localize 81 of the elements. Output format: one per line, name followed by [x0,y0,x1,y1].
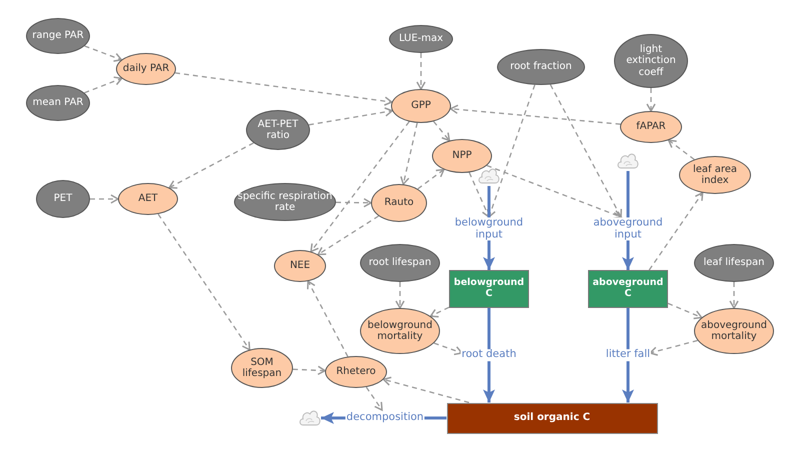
parameter-ellipse [26,85,90,121]
variable-ellipse [116,53,176,85]
dashed-arrow [668,139,695,160]
dashed-arrow [648,192,704,270]
dashed-arrow [729,282,739,309]
parameter-ellipse [234,183,336,221]
node-label: Rauto [384,197,414,209]
variable-ellipse [274,250,326,282]
dashed-arrow [382,376,470,404]
node-label: GPP [411,100,431,112]
cloud-icon [478,166,500,186]
node-label: belowground C [452,278,526,300]
node-label: Rhetero [336,366,376,378]
dashed-arrow [366,386,383,411]
dashed-arrow [84,76,122,94]
dashed-arrow [486,164,622,219]
node-label: PET [54,193,72,205]
node-label: light extinction coeff [625,44,677,78]
flow-arrow [622,308,634,402]
node-label: soil organic C [514,412,590,424]
dashed-arrow [292,366,326,376]
node-label: SOM lifespan [241,356,283,380]
dashed-arrow [450,104,621,125]
dashed-arrow [434,342,463,356]
dashed-arrow [158,214,250,350]
node-label: root fraction [510,61,572,73]
node-label: LUE-max [398,33,444,45]
dashed-arrow [308,107,393,126]
dashed-arrow [395,282,405,309]
dashed-arrow [550,84,622,218]
variable-ellipse [391,89,451,123]
dashed-arrow [668,302,702,320]
edge-label: decomposition [345,412,425,424]
node-label: aboveground mortality [700,320,768,342]
dashed-arrow [433,120,450,142]
dashed-arrow [336,198,372,208]
dashed-arrow [416,53,426,90]
dashed-arrow [168,142,254,189]
node-label: NPP [452,150,472,162]
node-label: belowground mortality [366,320,434,342]
dashed-arrow [430,306,450,318]
edge-label: litter fall [604,349,652,361]
dashed-arrow [417,168,445,190]
variable-ellipse [432,139,492,173]
variable-ellipse [325,356,387,388]
dashed-arrow [306,280,348,357]
dashed-arrow [486,84,536,218]
parameter-ellipse [36,180,90,218]
node-label: fAPAR [636,121,666,133]
node-label: NEE [290,260,310,272]
node-label: root lifespan [368,257,432,269]
stock-box [446,402,658,434]
dashed-arrow [400,122,418,185]
flow-arrow [483,308,495,402]
node-label: mean PAR [32,97,84,109]
node-label: AET-PET ratio [256,118,300,142]
node-label: specific respiration rate [237,190,333,214]
edge-label: root death [460,349,518,361]
stock-box [588,270,668,308]
dashed-arrow [310,121,410,252]
cloud-icon [617,151,639,171]
variable-ellipse [118,183,178,215]
node-label: range PAR [32,30,84,42]
node-label: leaf lifespan [703,257,764,269]
variable-ellipse [371,184,427,222]
dashed-arrow [175,72,393,106]
node-label: aboveground C [592,278,664,300]
parameter-ellipse [26,18,90,54]
stock-box [449,270,529,308]
parameter-ellipse [246,110,310,150]
dashed-arrow [646,88,656,112]
dashed-arrow [90,194,119,204]
dashed-arrow [84,45,122,62]
node-label: leaf area index [692,164,738,186]
node-label: daily PAR [122,63,170,75]
node-label: AET [138,193,158,205]
dashed-arrow [317,215,379,256]
variable-ellipse [694,308,774,354]
dashed-arrow [649,340,698,356]
variable-ellipse [360,308,440,354]
cloud-icon [299,408,321,428]
